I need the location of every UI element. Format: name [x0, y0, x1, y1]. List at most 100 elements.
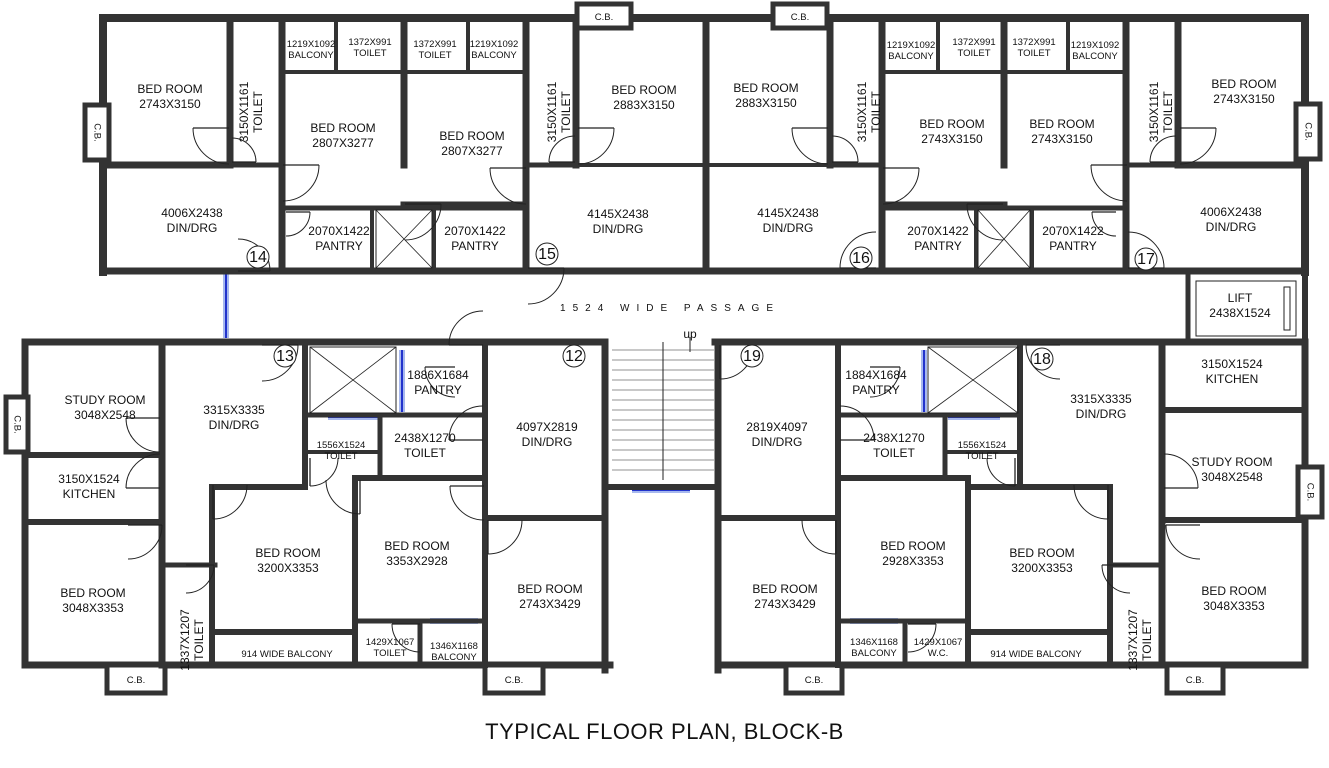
room-label: BED ROOM	[517, 582, 582, 596]
room-label: 3150X1524	[58, 472, 120, 486]
room-label: 2743X3150	[1031, 132, 1093, 146]
small-room-label: 1372X991	[1012, 37, 1055, 48]
staircase	[612, 337, 714, 480]
room-label: BED ROOM	[752, 582, 817, 596]
door-swing	[1025, 344, 1061, 380]
room-label: 4145X2438	[757, 206, 819, 220]
flat-number-circle	[273, 344, 297, 368]
room-label: 4145X2438	[587, 207, 649, 221]
door-swing	[391, 623, 421, 653]
small-room-label: BALCONY	[851, 648, 897, 659]
room-label-vertical: 1337X1207	[1126, 609, 1140, 671]
balcony-label: 914 WIDE BALCONY	[241, 649, 333, 660]
room-label: 2928X3353	[882, 554, 944, 568]
door-swing	[261, 344, 299, 382]
door-swing	[424, 366, 456, 398]
small-room-label: W.C.	[928, 648, 949, 659]
room-label: DIN/DRG	[1206, 220, 1257, 234]
room-label: BED ROOM	[1009, 546, 1074, 560]
small-room-label: 1219X1092	[287, 39, 336, 50]
room-label: BED ROOM	[1029, 117, 1094, 131]
room-label: 3048X3353	[62, 601, 124, 615]
room-label: BED ROOM	[439, 129, 504, 143]
door-swing	[212, 484, 248, 520]
door-swing	[125, 417, 161, 453]
doors	[125, 127, 1217, 653]
door-swing	[1149, 135, 1177, 163]
flat-number-circle	[1134, 247, 1158, 271]
shaft-cross	[977, 209, 1031, 269]
door-swing	[282, 164, 320, 202]
small-room-label: 1219X1092	[1071, 40, 1120, 51]
flat-number: 19	[743, 348, 761, 365]
room-label: 4097X2819	[516, 420, 578, 434]
shaft	[309, 346, 397, 414]
room-label: 3200X3353	[257, 561, 319, 575]
door-swing	[1091, 211, 1117, 237]
room-label: STUDY ROOM	[1191, 455, 1272, 469]
cb-box	[482, 662, 546, 696]
small-room-label: 1556X1524	[317, 440, 366, 451]
door-swing	[577, 127, 615, 165]
cb-label: C.B.	[595, 12, 613, 23]
room-label-vertical: TOILET	[869, 90, 883, 132]
room-label: PANTRY	[315, 239, 363, 253]
room-label: 2743X3150	[139, 97, 201, 111]
door-swing	[125, 453, 161, 489]
small-room-label: 1429X1067	[914, 637, 963, 648]
room-label: 2883X3150	[735, 96, 797, 110]
flat-number: 15	[538, 246, 556, 263]
small-room-label: 1219X1092	[470, 39, 519, 50]
room-label: 2743X3429	[754, 597, 816, 611]
cb-label: C.B.	[791, 12, 809, 23]
door-swing	[325, 479, 361, 515]
door-swing	[448, 310, 484, 346]
shaft	[977, 209, 1031, 269]
room-label: TOILET	[404, 446, 446, 460]
cb-box	[1293, 101, 1323, 162]
room-label: 2070X1422	[444, 224, 506, 238]
room-label-vertical: TOILET	[251, 90, 265, 132]
room-label: 3353X2928	[386, 554, 448, 568]
room-label: STUDY ROOM	[64, 393, 145, 407]
door-swing	[1165, 524, 1201, 560]
small-room-label: 1429X1067	[366, 637, 415, 648]
room-label: 2743X3150	[921, 132, 983, 146]
door-swing	[231, 137, 257, 163]
room-label: BED ROOM	[611, 83, 676, 97]
room-label: 3048X2548	[1201, 470, 1263, 484]
room-label: 3150X1524	[1201, 357, 1263, 371]
small-room-label: TOILET	[418, 50, 451, 61]
room-label: TOILET	[873, 446, 915, 460]
room-label: 3200X3353	[1011, 561, 1073, 575]
room-label: 3048X2548	[74, 408, 136, 422]
room-label: BED ROOM	[137, 82, 202, 96]
passage-label: 1524 WIDE PASSAGE	[560, 303, 780, 314]
lift-label: 2438X1524	[1209, 306, 1271, 320]
room-label-vertical: TOILET	[192, 618, 206, 660]
flat-number: 17	[1137, 251, 1155, 268]
room-label: PANTRY	[1049, 239, 1097, 253]
cb-label: C.B.	[91, 123, 102, 141]
shafts	[309, 209, 1031, 414]
room-label: DIN/DRG	[522, 435, 573, 449]
flat-number-circle	[740, 344, 764, 368]
room-label: BED ROOM	[1211, 77, 1276, 91]
door-swing	[882, 167, 920, 205]
room-label: 3048X3353	[1203, 599, 1265, 613]
door-swing	[185, 564, 215, 594]
small-room-label: BALCONY	[1072, 51, 1118, 62]
door-swing	[127, 524, 163, 560]
door-swing	[839, 231, 877, 269]
room-label: 1886X1684	[407, 368, 469, 382]
room-label-vertical: TOILET	[1161, 90, 1175, 132]
flat-number: 16	[852, 250, 870, 267]
room-label: 3315X3335	[1070, 392, 1132, 406]
room-label: 4006X2438	[161, 206, 223, 220]
door-swing	[1163, 453, 1199, 489]
room-label: BED ROOM	[255, 546, 320, 560]
door-swing	[489, 167, 527, 205]
room-label-vertical: TOILET	[559, 90, 573, 132]
room-label: 2438X1270	[863, 431, 925, 445]
door-swing	[1179, 127, 1217, 165]
